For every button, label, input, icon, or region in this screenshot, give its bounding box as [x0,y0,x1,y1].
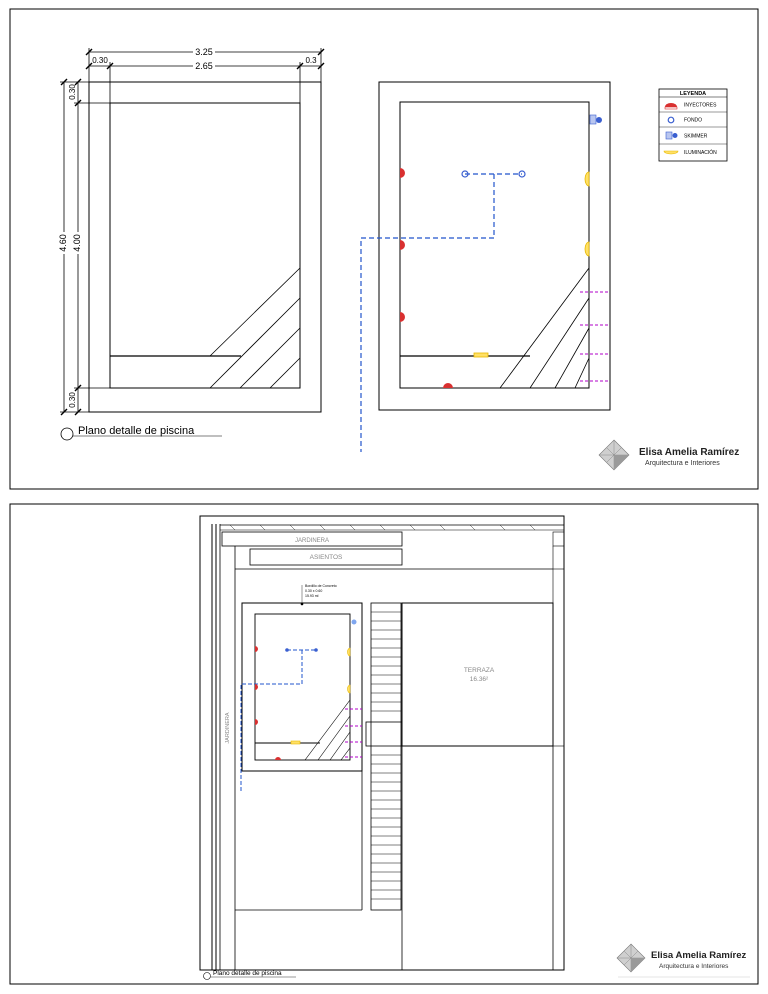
dim-inner-width: 2.65 [195,61,213,71]
pool-plan-dimensioned: 3.25 2.65 0.30 0.3 4.60 4.00 0.30 0.30 [57,46,325,416]
logo: Elisa Amelia Ramírez Arquitectura e Inte… [598,439,739,471]
dim-total-height: 4.60 [58,234,68,252]
injector-icon [255,684,258,690]
sheet2-frame [9,503,759,985]
bottom-drain-icon [518,170,526,178]
bottom-drain-icon [667,116,675,124]
injector-icon [255,646,258,652]
label-terrace-area: 16.36² [470,676,489,683]
label-terrace: TERRAZA [464,667,495,674]
light-icon [347,647,351,657]
legend-item-label: ILUMINACIÓN [684,149,717,156]
horizontal-dimensions [85,48,325,103]
legend-item-label: SKIMMER [684,134,708,140]
logo-name: Elisa Amelia Ramírez [651,950,746,961]
light-icon [347,684,351,694]
note-line1: Bordillo de Concreto [305,584,337,588]
injector-icon [255,719,258,725]
bottom-drain-icon [285,648,289,652]
legend-item-label: FONDO [684,118,702,124]
dim-right-wall: 0.3 [305,56,317,65]
caption-marker-icon [203,972,211,980]
injector-icon [400,168,405,178]
skimmer-icon [672,133,678,138]
dim-inner-height: 4.00 [72,234,82,252]
note-line3: 15.93 ml [305,594,319,598]
site-pool-installations [240,619,362,792]
stair-hatch [209,267,301,389]
injectors [400,168,453,388]
injector-icon [443,383,453,388]
label-seating: ASIENTOS [310,554,343,561]
diamond-logo-icon [598,439,630,471]
injector-icon [275,757,281,760]
dim-top-wall: 0.30 [68,84,77,100]
sheet1-caption: Plano detalle de piscina [78,425,195,437]
skimmer-icon [589,114,597,125]
label-planter-side: JARDINERA [225,712,231,744]
lights [473,171,590,358]
light-icon [584,241,590,257]
legend: LEYENDA INYECTORES FONDO SKIMMER ILUMINA… [658,88,728,162]
dim-bottom-wall: 0.30 [68,392,77,408]
dim-left-wall: 0.30 [92,56,108,65]
pool-outer-wall [88,81,322,413]
light-icon [663,150,679,155]
logo-name: Elisa Amelia Ramírez [639,447,739,458]
leader-dot-icon [300,602,304,606]
injector-icon [665,103,677,107]
bottom-drain-icon [314,648,318,652]
legend-item-label: INYECTORES [684,103,717,109]
bottom-drain-icon [461,170,469,178]
logo-subtitle: Arquitectura e Interiores [659,963,729,970]
legend-title: LEYENDA [680,91,706,97]
light-icon [473,352,489,358]
logo: Elisa Amelia Ramírez Arquitectura e Inte… [616,943,750,978]
pool-plan-installations [360,81,611,452]
note-line2: 0.30 x 0.60 [305,589,322,593]
sheet1-frame [9,8,759,490]
label-planter-top: JARDINERA [295,538,329,544]
site-plan [199,515,565,971]
injector-icon [400,240,405,250]
pipe-line [360,173,522,452]
skimmer-icon [665,131,673,140]
sheet2-caption: Plano detalle de piscina [213,970,282,977]
skimmer-icon [596,117,602,123]
caption-marker-icon [60,427,74,441]
light-icon [584,171,590,187]
injector-icon [400,312,405,322]
diamond-logo-icon [616,943,646,973]
logo-subtitle: Arquitectura e Interiores [645,460,720,467]
pool-inner-edge [109,102,301,389]
skimmer-icon [351,619,357,625]
dim-total-width: 3.25 [195,47,213,57]
light-icon [290,740,301,745]
